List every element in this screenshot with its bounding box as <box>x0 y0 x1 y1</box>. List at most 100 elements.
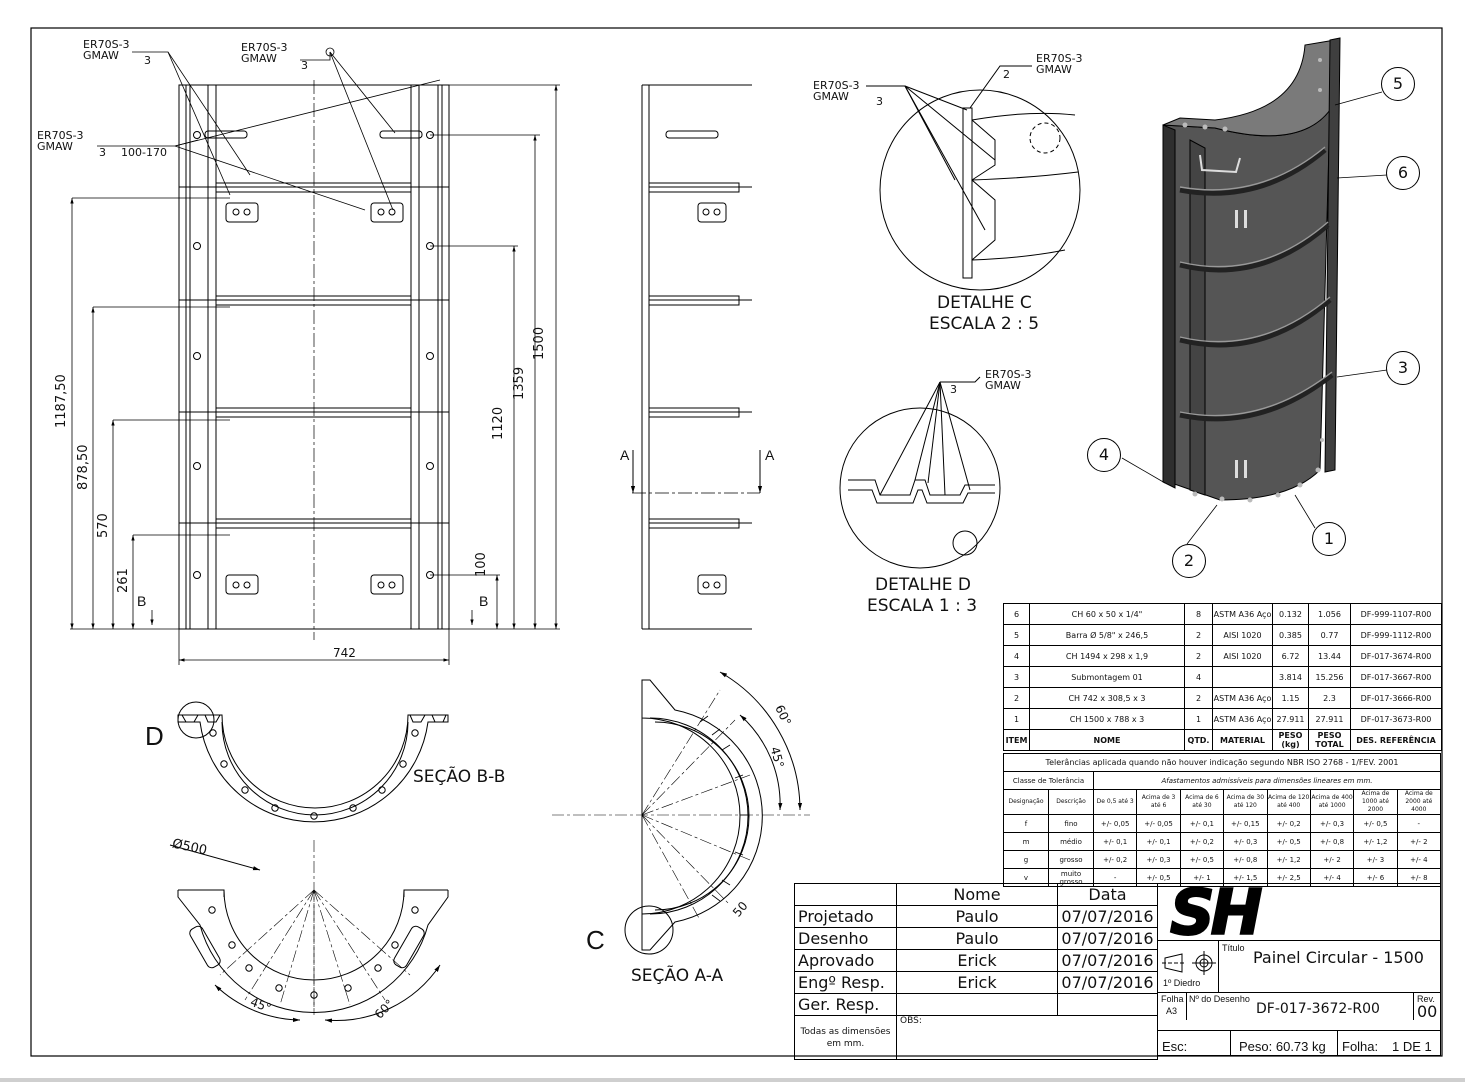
signature-role: Desenho <box>794 927 897 950</box>
title-label: Título <box>1222 943 1245 953</box>
tolerance-header-cell: Acima de 1000 até 2000 <box>1353 789 1398 815</box>
signature-row: Ger. Resp. <box>794 993 1158 1016</box>
signature-name: Paulo <box>896 905 1058 928</box>
col-date-header: Data <box>1057 883 1158 906</box>
detail-d-view <box>839 376 1001 569</box>
bom-cell: 15.256 <box>1308 666 1351 688</box>
bom-cell: ASTM A36 Aço <box>1212 603 1273 625</box>
weld-leaders <box>97 47 441 211</box>
bom-cell: 5 <box>1003 624 1030 646</box>
tolerance-cell: +/- 0,5 <box>1266 832 1311 851</box>
tolerance-cell: +/- 0,2 <box>1179 832 1225 851</box>
dim-1120: 1120 <box>491 406 506 440</box>
weld-size-6: 3 <box>950 383 957 396</box>
weight: Peso: 60.73 kg <box>1239 1039 1326 1054</box>
bom-cell: 4 <box>1003 645 1030 667</box>
signature-date: 07/07/2016 <box>1057 949 1158 972</box>
bolt-holes <box>193 131 434 579</box>
tolerance-cell: +/- 0,05 <box>1092 814 1138 833</box>
bom-cell: CH 742 x 308,5 x 3 <box>1029 687 1185 709</box>
tolerance-header-cell: Acima de 120 até 400 <box>1266 789 1311 815</box>
tolerance-cell: +/- 8 <box>1396 868 1442 887</box>
stiffener-ribs <box>179 182 449 529</box>
bom-cell: 3 <box>1003 666 1030 688</box>
balloon-4: 4 <box>1087 438 1121 472</box>
section-mark-b-right: B <box>479 593 489 609</box>
tolerance-cell: +/- 0,3 <box>1136 850 1181 869</box>
bom-cell: DF-017-3673-R00 <box>1350 708 1442 730</box>
weld-size-5: 2 <box>1003 68 1010 81</box>
bom-cell: 1 <box>1003 708 1030 730</box>
signature-role: Engº Resp. <box>794 971 897 994</box>
detail-c-title: DETALHE C <box>937 293 1032 313</box>
section-bb-view <box>177 701 449 823</box>
bom-header-cell: PESO (kg) <box>1272 729 1309 751</box>
weld-size-2: 3 <box>301 59 308 72</box>
balloon-5: 5 <box>1381 67 1415 101</box>
balloon-3: 3 <box>1386 351 1420 385</box>
tolerance-cell: +/- 2 <box>1396 832 1442 851</box>
bom-cell: 2 <box>1184 687 1213 709</box>
bom-cell: ASTM A36 Aço <box>1212 687 1273 709</box>
bom-cell: CH 1494 x 298 x 1,9 <box>1029 645 1185 667</box>
tolerance-cell: +/- 1,2 <box>1353 832 1398 851</box>
tolerance-table: Telerâncias aplicada quando não houver i… <box>1003 753 1442 887</box>
tolerance-cell: +/- 0,8 <box>1309 832 1355 851</box>
dim-1359: 1359 <box>512 366 527 400</box>
bom-cell: Barra Ø 5/8" x 246,5 <box>1029 624 1185 646</box>
bom-header: ITEM NOME QTD. MATERIAL PESO (kg) PESO T… <box>1003 729 1442 751</box>
dim-878: 878,50 <box>76 444 91 491</box>
tolerance-header-cell: Acima de 6 até 30 <box>1179 789 1225 815</box>
weld-size-3: 3 <box>99 146 106 159</box>
bom-cell: CH 60 x 50 x 1/4" <box>1029 603 1185 625</box>
tolerance-cell: +/- 6 <box>1353 868 1398 887</box>
bom-cell: DF-017-3674-R00 <box>1350 645 1442 667</box>
weld-size-1: 3 <box>144 54 151 67</box>
tolerance-header-cell: Descrição <box>1048 789 1094 815</box>
dim-261: 261 <box>116 568 131 593</box>
front-dimensions <box>70 84 560 665</box>
dim-570: 570 <box>96 513 111 538</box>
company-logo: SH <box>1169 875 1264 950</box>
detail-mark-c: C <box>586 925 605 955</box>
first-angle-projection-icon <box>1162 951 1216 975</box>
tolerance-cell: grosso <box>1048 850 1094 869</box>
bom-cell: ASTM A36 Aço <box>1212 708 1273 730</box>
tolerance-cell: +/- 1 <box>1179 868 1225 887</box>
dim-width: 742 <box>333 646 356 660</box>
balloon-6: 6 <box>1386 156 1420 190</box>
weld-pitch-3: 100-170 <box>121 146 167 159</box>
tolerance-cell: +/- 0,1 <box>1179 814 1225 833</box>
detail-mark-d: D <box>145 721 164 751</box>
bom-cell: 3.814 <box>1272 666 1309 688</box>
tolerance-cell: +/- 0,5 <box>1136 868 1181 887</box>
bom-cell: 4 <box>1184 666 1213 688</box>
tolerance-header-cell: Acima de 400 até 1000 <box>1309 789 1355 815</box>
bom-cell: 6 <box>1003 603 1030 625</box>
bom-cell: 1.15 <box>1272 687 1309 709</box>
tolerance-class-label: Classe de Tolerância <box>1003 771 1094 790</box>
section-mark-b-left: B <box>137 593 147 609</box>
sheet-border <box>30 27 1443 1057</box>
tolerance-cell: +/- 0,5 <box>1179 850 1225 869</box>
tolerance-cell: +/- 0,15 <box>1223 814 1268 833</box>
sheet-size: A3 <box>1166 1006 1178 1016</box>
bom-cell: 1 <box>1184 708 1213 730</box>
tolerance-cell: +/- 0,3 <box>1309 814 1355 833</box>
